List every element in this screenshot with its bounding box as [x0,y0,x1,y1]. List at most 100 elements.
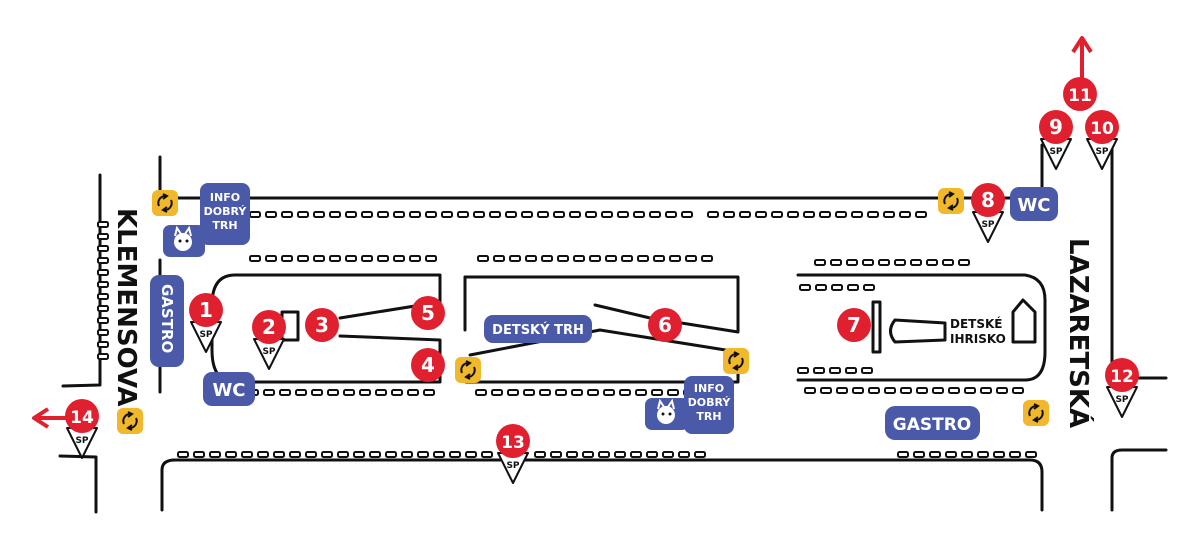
stall [589,255,601,262]
stall [980,387,992,394]
pin-number: 5 [421,301,435,325]
info-badge-bottom-line-1: INFO [694,382,724,395]
pin-number: 8 [981,188,995,212]
stall [433,451,445,458]
stall [327,389,339,396]
stall [831,284,843,291]
stall [505,211,517,218]
stall [337,451,349,458]
left-island-top [233,273,442,320]
stall [557,255,569,262]
pin-4[interactable]: 4 [411,348,445,382]
pin-number: 12 [1110,367,1134,387]
stall [541,255,553,262]
stall [819,211,831,218]
detsky-trh-badge[interactable]: DETSKÝ TRH [484,315,592,343]
stall [537,211,549,218]
info-badge-top[interactable]: INFO DOBRÝ TRH [200,183,250,245]
stall [295,389,307,396]
stall [97,221,109,228]
pin-1[interactable]: SP1 [189,293,223,353]
stall [555,389,567,396]
stall [521,211,533,218]
wc-badge-right-text: WC [1017,195,1050,216]
pin-2[interactable]: SP2 [252,310,286,370]
stall [509,255,521,262]
stall [425,211,437,218]
stall [897,451,909,458]
stall [263,389,275,396]
stall [977,451,989,458]
pin-circle [971,183,1005,217]
stall [225,451,237,458]
wc-badge-left[interactable]: WC [203,372,255,406]
street-name-klemensova: KLEMENSOVA [111,208,141,406]
pin-number: 4 [421,353,435,377]
pin-number: 7 [847,313,861,337]
stall [491,389,503,396]
recycle-icon [455,357,481,383]
stall [617,211,629,218]
right-island-stage [871,300,882,354]
stall [739,211,751,218]
gastro-badge-right[interactable]: GASTRO [885,406,980,440]
info-badge-bottom[interactable]: INFO DOBRÝ TRH [684,376,734,434]
stall [701,255,713,262]
pin-circle [1105,358,1139,392]
sp-label: SP [262,347,275,357]
recycle-icons [117,188,1049,434]
stall [97,269,109,276]
stall [996,387,1008,394]
stall [249,211,261,218]
sp-label: SP [506,461,519,471]
pin-8[interactable]: SP8 [971,183,1005,243]
stall [633,211,645,218]
stall [401,451,413,458]
pin-circle [65,399,99,433]
wc-badge-right[interactable]: WC [1010,187,1058,221]
stall [883,211,895,218]
pin-7[interactable]: 7 [837,308,871,342]
stall [193,451,205,458]
stall [653,255,665,262]
pin-6[interactable]: 6 [648,308,682,342]
pin-11[interactable]: 11 [1063,77,1097,111]
stall [678,451,690,458]
recycle-icon [117,408,143,434]
stall [868,387,880,394]
pin-number: 1 [199,298,213,322]
lazaretska-bottom-edge [1110,448,1168,512]
stall [289,451,301,458]
stall [441,211,453,218]
stall [407,389,419,396]
stall [646,451,658,458]
pin-5[interactable]: 5 [411,296,445,330]
stall [964,387,976,394]
stall [507,389,519,396]
stall [279,389,291,396]
slide-shape [889,318,947,344]
stall [913,451,925,458]
stall [799,284,811,291]
stall [489,211,501,218]
stall [359,389,371,396]
pin-3[interactable]: 3 [305,308,339,342]
stall [635,389,647,396]
klemensova-street-edge-left [61,173,102,388]
gastro-badge-left[interactable]: GASTRO [150,275,184,367]
stall [409,255,421,262]
stall [884,387,896,394]
recycle-icon [938,188,964,214]
stall [493,255,505,262]
pin-9[interactable]: SP9 [1039,110,1073,170]
stall [863,284,875,291]
pin-circle [837,308,871,342]
recycle-icon [723,348,749,374]
stall [813,367,825,374]
info-badge-bottom-line-2: DOBRÝ [688,396,732,409]
stall [369,451,381,458]
